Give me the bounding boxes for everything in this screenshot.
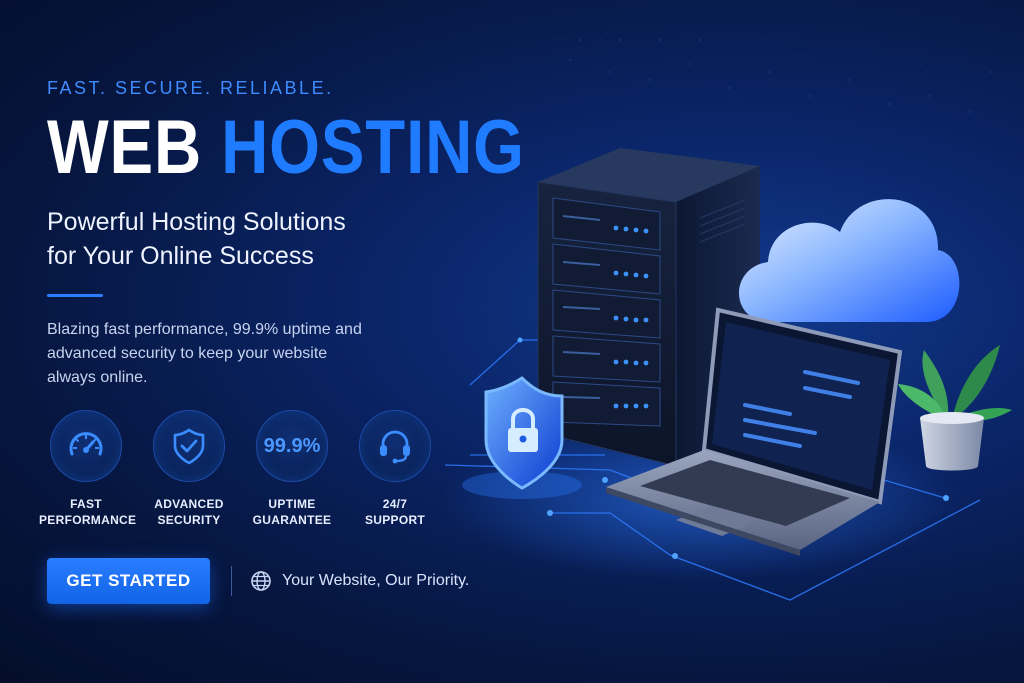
laptop-icon: </> <box>606 307 903 556</box>
uptime-percent: 99.9% <box>263 434 321 457</box>
hero-subtitle-line1: Powerful Hosting Solutions <box>47 208 346 236</box>
priority-tagline: Your Website, Our Priority. <box>250 570 469 592</box>
hero-description: Blazing fast performance, 99.9% uptime a… <box>47 321 362 386</box>
network-nodes <box>517 337 949 559</box>
server-leds <box>613 225 649 409</box>
feature-fast-performance: FAST PERFORMANCE <box>39 410 137 528</box>
feature-icon-circle <box>50 410 122 482</box>
feature-icon-circle <box>153 410 225 482</box>
cloud-icon <box>738 199 960 322</box>
priority-text: Your Website, Our Priority. <box>282 572 470 589</box>
feature-advanced-security: ADVANCED SECURITY <box>142 410 236 528</box>
feature-icon-circle <box>359 410 431 482</box>
headset-icon <box>380 430 410 464</box>
feature-support: 24/7 SUPPORT <box>348 410 442 528</box>
hero-title-hosting: HOSTING <box>221 105 525 190</box>
hero-subtitle: Powerful Hosting Solutions for Your Onli… <box>47 205 447 273</box>
code-glyph: </> <box>750 473 797 509</box>
dot-map-pattern <box>558 38 992 114</box>
features-row: FAST PERFORMANCE ADVANCED SECURITY 99.9%… <box>39 410 459 527</box>
globe-icon <box>251 571 271 591</box>
network-lines <box>444 339 981 601</box>
get-started-button[interactable]: GET STARTED <box>47 558 210 604</box>
server-rack-icon <box>537 148 760 467</box>
hero-tagline: FAST. SECURE. RELIABLE. <box>47 78 334 98</box>
feature-label: FAST PERFORMANCE <box>39 497 137 527</box>
accent-divider <box>47 294 103 297</box>
feature-label: ADVANCED SECURITY <box>154 497 224 527</box>
feature-uptime-guarantee: 99.9% UPTIME GUARANTEE <box>245 410 339 528</box>
cta-separator <box>231 566 232 596</box>
speedometer-icon <box>69 432 103 456</box>
padlock-shield-icon <box>462 376 582 499</box>
feature-label: 24/7 SUPPORT <box>364 497 426 527</box>
shield-check-icon <box>173 428 205 465</box>
hero-title: WEB HOSTING <box>47 110 525 186</box>
hero-subtitle-line2: for Your Online Success <box>47 242 314 270</box>
feature-label: UPTIME GUARANTEE <box>252 497 332 527</box>
plant-icon <box>898 345 1012 471</box>
hero-title-web: WEB <box>47 105 203 190</box>
server-bays <box>552 197 661 427</box>
feature-icon-circle: 99.9% <box>256 410 328 482</box>
